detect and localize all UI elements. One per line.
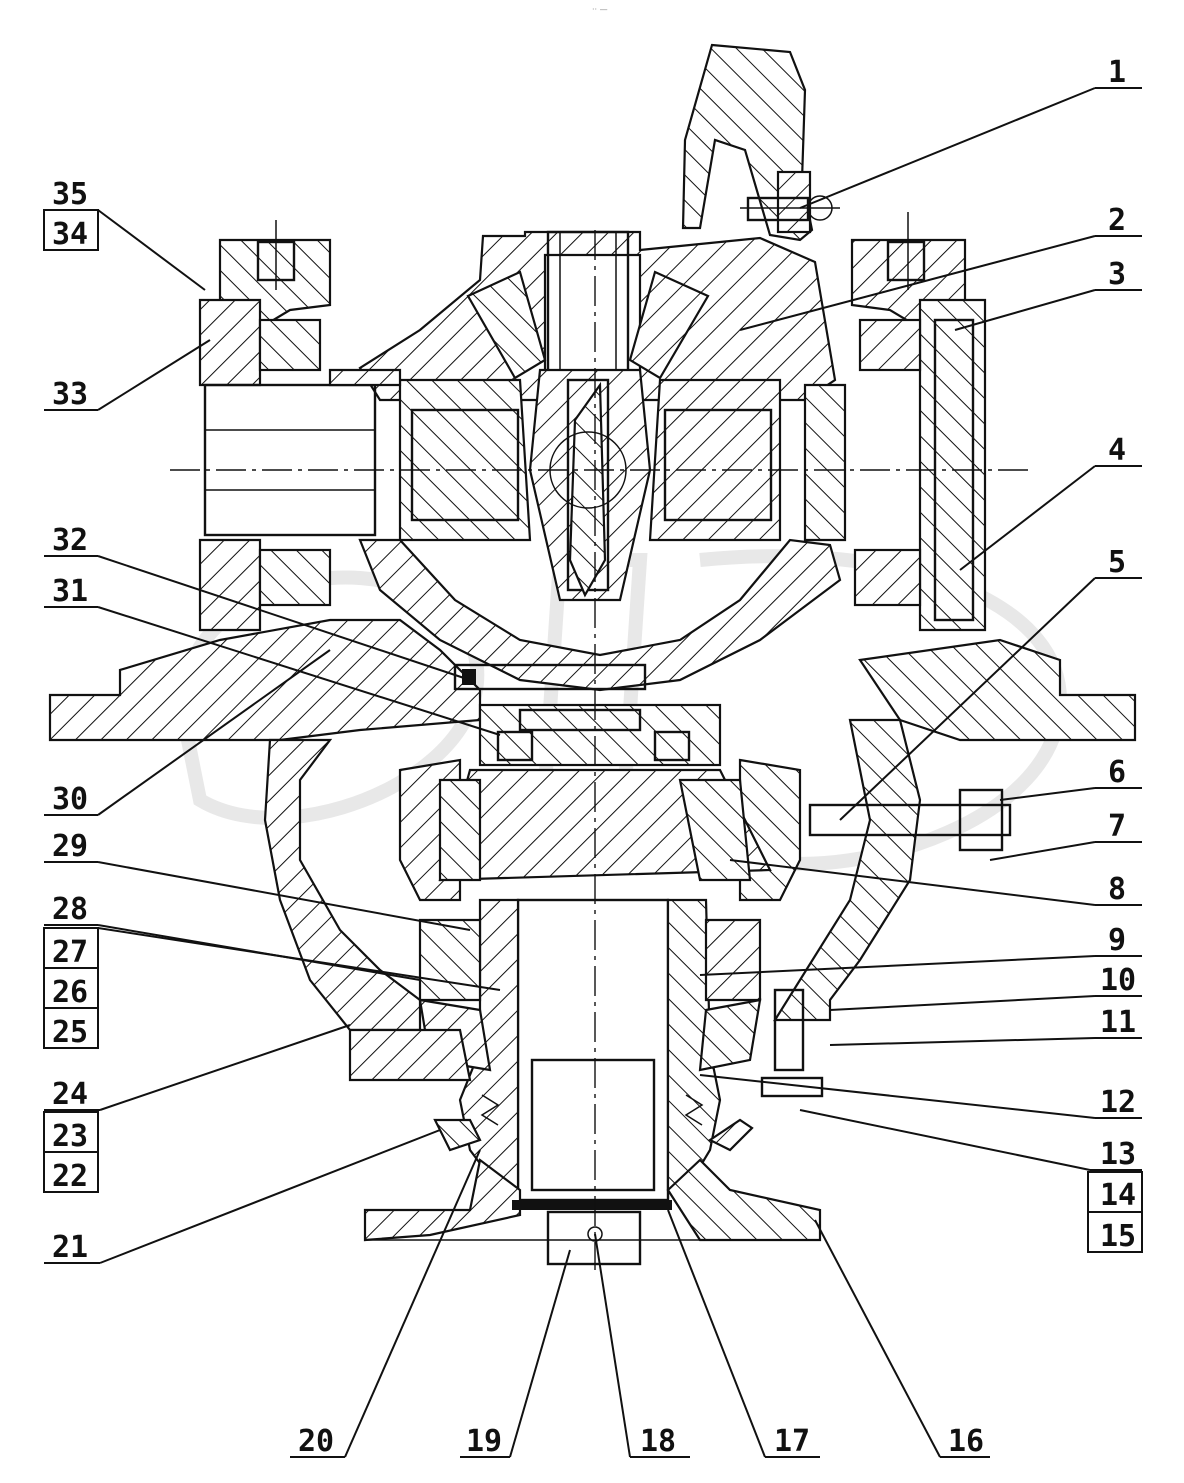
callout-3: 3 [1108,257,1126,292]
differential-housing [358,230,842,692]
callout-31: 31 [52,574,88,609]
callout-2: 2 [1108,203,1126,238]
callout-1: 1 [1108,55,1126,90]
callout-leaders [43,87,1143,1458]
callout-7: 7 [1108,809,1126,844]
callout-13: 13 [1100,1137,1136,1172]
callout-19: 19 [466,1424,502,1459]
callout-32: 32 [52,523,88,558]
callout-26: 26 [52,975,88,1010]
callout-23: 23 [52,1119,88,1154]
callout-21: 21 [52,1230,88,1265]
callout-8: 8 [1108,872,1126,907]
callout-30: 30 [52,782,88,817]
callout-11: 11 [1100,1005,1136,1040]
pinion-assembly [438,663,1012,882]
callout-29: 29 [52,829,88,864]
callout-28: 28 [52,892,88,927]
output-shaft [348,898,824,1266]
callout-24: 24 [52,1077,88,1112]
callout-34: 34 [52,217,88,252]
callout-9: 9 [1108,923,1126,958]
right-bearing-housing [803,212,987,632]
callout-16: 16 [948,1424,984,1459]
callout-4: 4 [1108,433,1126,468]
callout-20: 20 [298,1424,334,1459]
callout-15: 15 [1100,1219,1136,1254]
left-bearing-housing [198,220,402,632]
callout-18: 18 [640,1424,676,1459]
callout-14: 14 [1100,1178,1136,1213]
upper-arm [681,43,840,242]
callout-35: 35 [52,177,88,212]
callout-5: 5 [1108,545,1126,580]
callout-labels: 1 2 3 4 5 6 7 8 9 10 11 12 13 14 15 16 1… [52,55,1136,1459]
callout-33: 33 [52,377,88,412]
callout-6: 6 [1108,755,1126,790]
callout-27: 27 [52,935,88,970]
callout-25: 25 [52,1015,88,1050]
callout-12: 12 [1100,1085,1136,1120]
top-mark: ·· — [592,5,608,14]
callout-17: 17 [774,1424,810,1459]
callout-10: 10 [1100,963,1136,998]
callout-22: 22 [52,1159,88,1194]
